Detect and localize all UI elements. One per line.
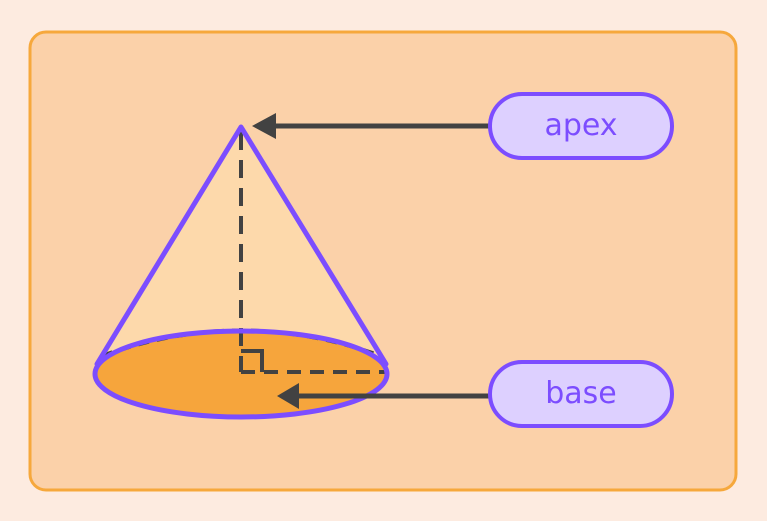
- cone-slant-edges: [94, 124, 389, 367]
- base-label: base: [545, 376, 617, 411]
- base-outline: [92, 328, 390, 420]
- cone-body: [97, 127, 386, 402]
- right-angle-marker: [241, 349, 264, 372]
- apex-label-box: [488, 92, 674, 160]
- base-label-box: [488, 360, 674, 428]
- apex-label: apex: [544, 108, 617, 143]
- base-arrow-head: [277, 383, 299, 409]
- apex-arrow-head: [252, 113, 276, 139]
